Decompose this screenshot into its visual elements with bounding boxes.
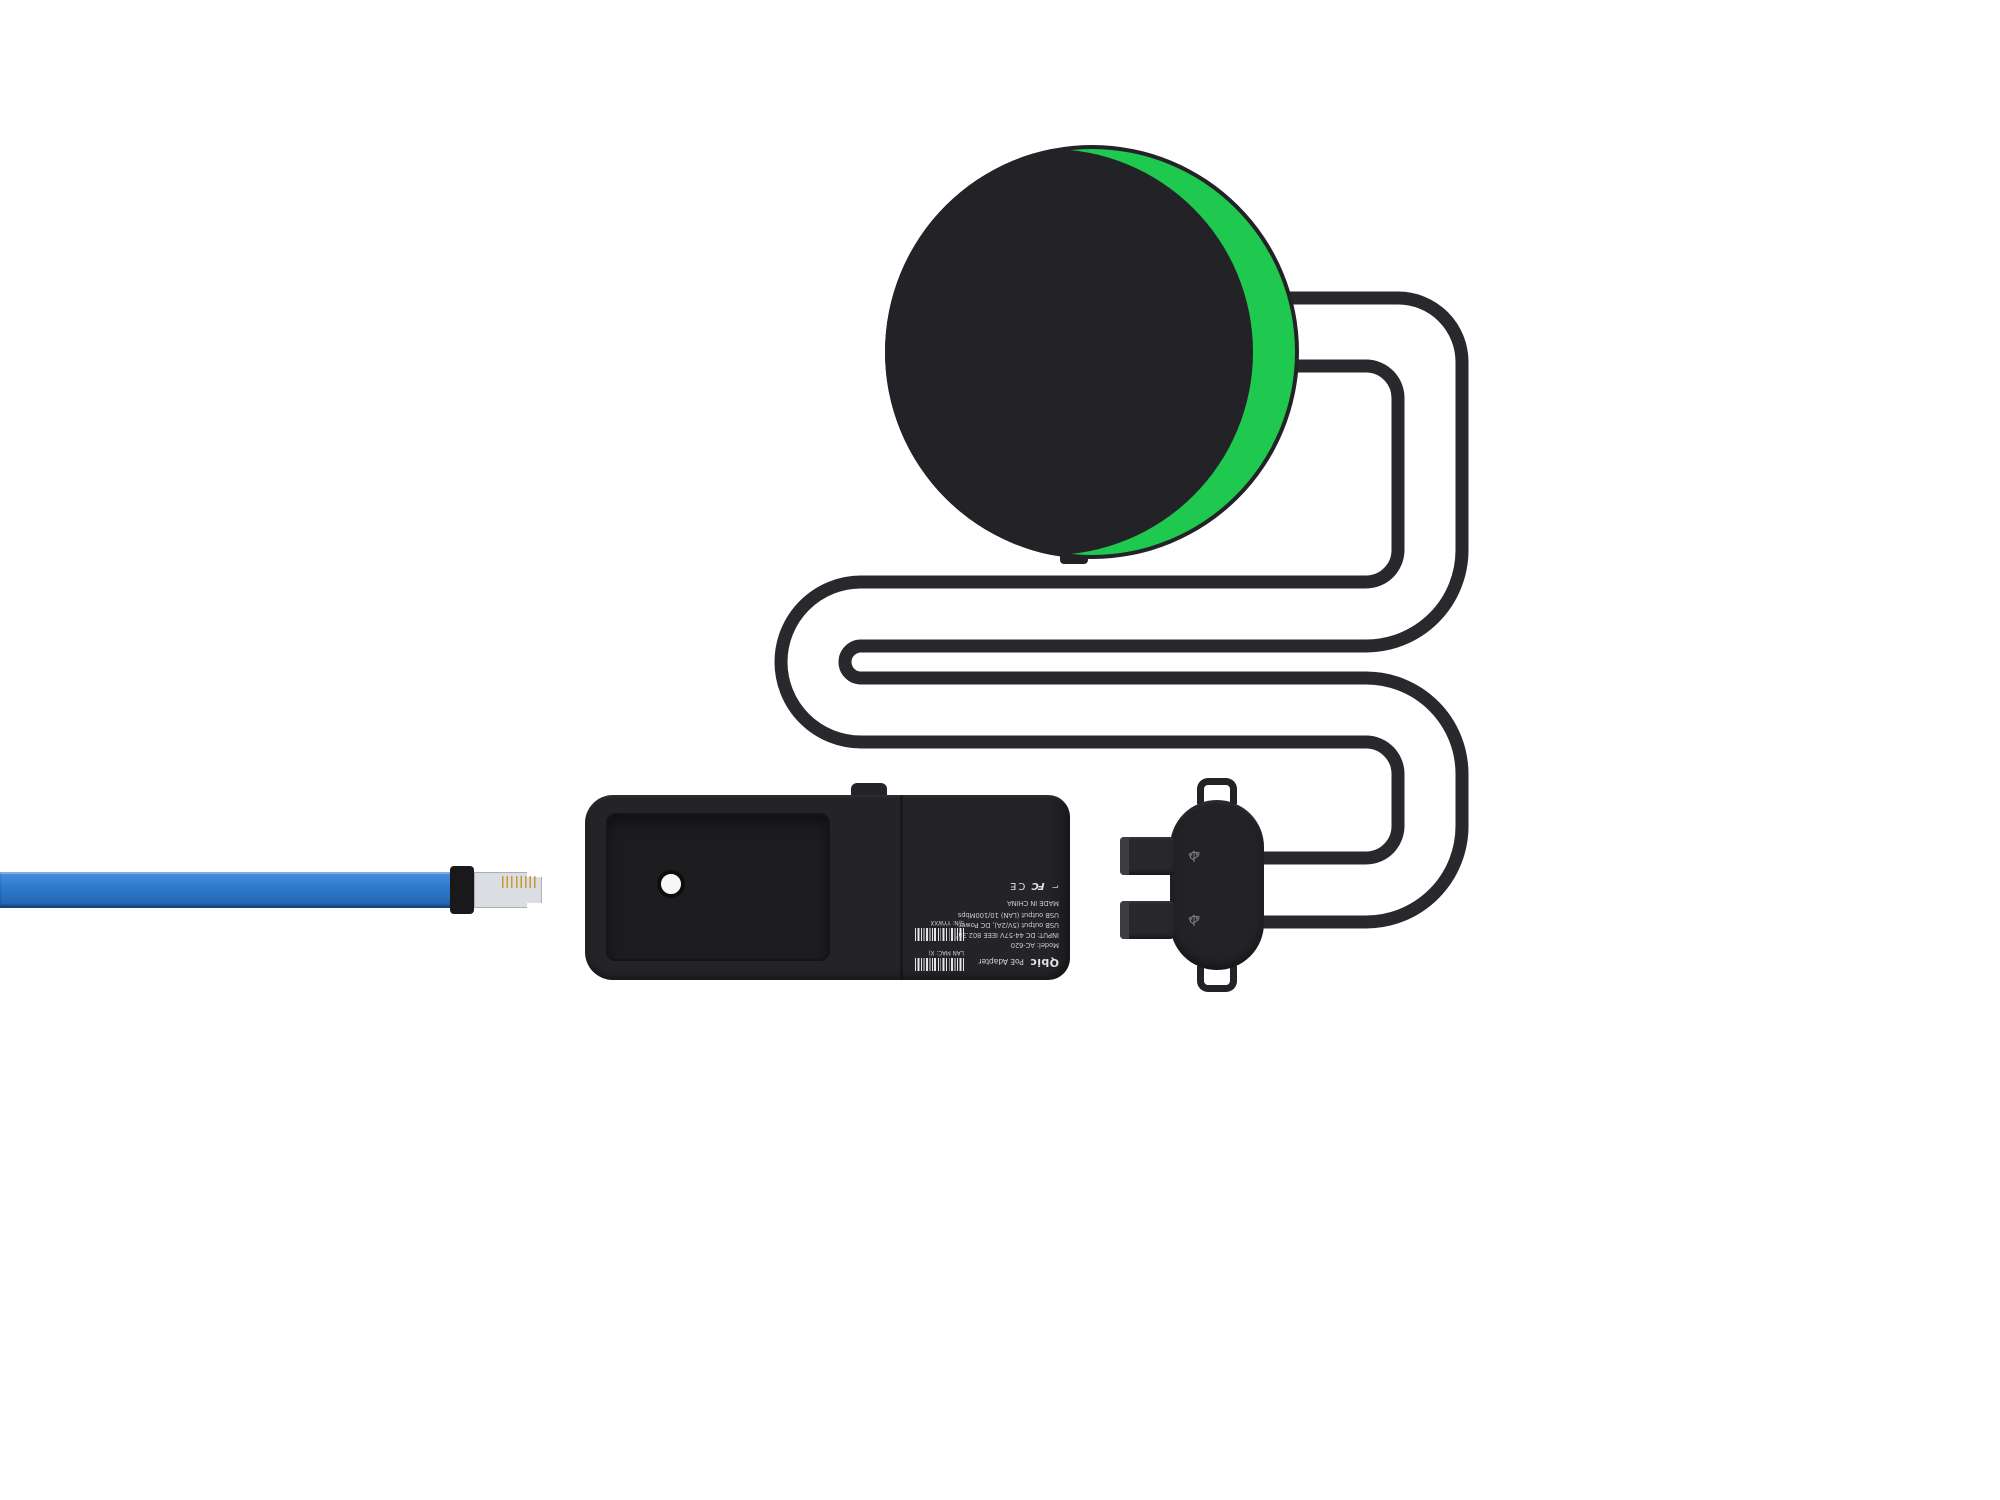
usb-plug-top-tip bbox=[1120, 837, 1129, 875]
label-lan-mac: LAN MAC: X) bbox=[928, 949, 964, 955]
brand-logo: Qbic bbox=[1029, 956, 1059, 969]
product-name: PoE Adapter bbox=[978, 957, 1024, 966]
label-usb-output-1: USB output (5V/2A), DC Power bbox=[958, 921, 1059, 930]
usb-cable-lower bbox=[774, 359, 1405, 865]
usb-icon bbox=[1188, 914, 1200, 926]
adapter-label: Qbic PoE Adapter Model: AC-620 INPUT: DC… bbox=[906, 797, 1068, 978]
compliance-row: ⌐ FC CE bbox=[914, 878, 1059, 893]
adapter-seam bbox=[900, 795, 903, 980]
fcc-mark: FC bbox=[1032, 879, 1045, 891]
usb-plug-bottom bbox=[1120, 901, 1174, 939]
label-usb-output-2: USB output (LAN) 10/100Mbps bbox=[957, 910, 1059, 919]
ce-mark: CE bbox=[1008, 879, 1026, 891]
label-serial: S/N: YYWXX bbox=[930, 919, 964, 926]
cable-boot bbox=[450, 866, 474, 914]
usb-plug-top bbox=[1120, 837, 1174, 875]
adapter-end-cap bbox=[1048, 795, 1070, 980]
label-input: INPUT: DC 44-57V IEEE 802.3af bbox=[956, 931, 1059, 940]
usb-icon bbox=[1188, 850, 1200, 862]
mounting-hole bbox=[657, 870, 685, 898]
label-serial-block: LAN MAC: X) S/N: YYWXX bbox=[912, 912, 964, 971]
puck-latch-bottom bbox=[1197, 966, 1237, 992]
barcode-serial bbox=[914, 928, 964, 942]
ethernet-cable bbox=[0, 872, 452, 908]
adapter-mount-recess bbox=[606, 813, 830, 961]
compliance-icon: ⌐ bbox=[1051, 880, 1059, 891]
label-made-in: MADE IN CHINA bbox=[1007, 898, 1059, 907]
usb-cable-upper bbox=[838, 291, 1469, 929]
usb-plug-bottom-tip bbox=[1120, 901, 1129, 939]
device-disc-face bbox=[885, 149, 1253, 555]
puck-latch-top bbox=[1197, 778, 1237, 804]
rj45-pins bbox=[502, 876, 538, 888]
barcode-mac bbox=[914, 958, 964, 971]
cable-splitter-puck bbox=[1170, 800, 1264, 970]
label-model: Model: AC-620 bbox=[1010, 941, 1059, 950]
